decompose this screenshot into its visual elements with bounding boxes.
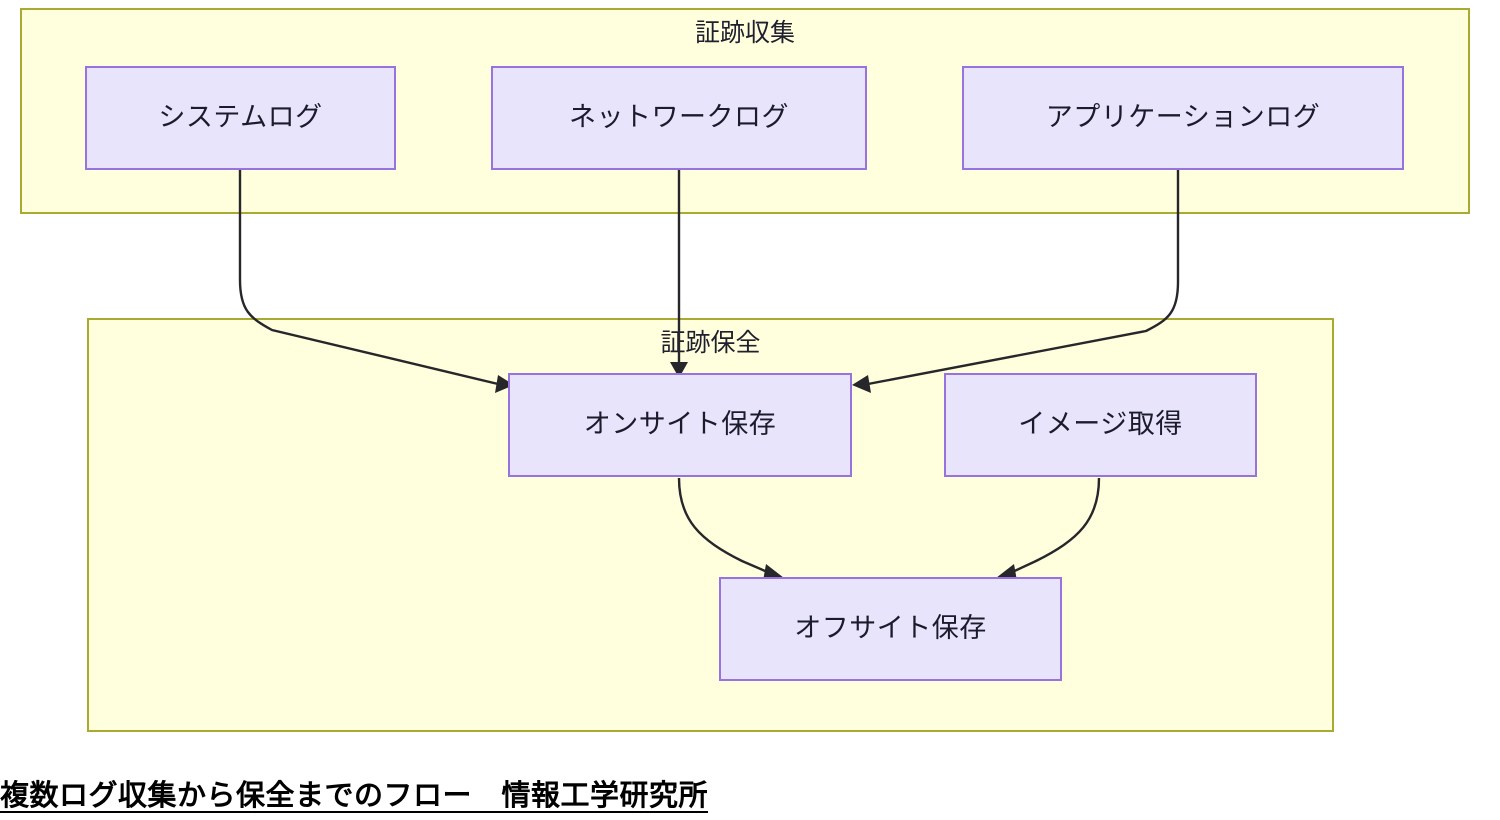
cluster-title-evidence-collection: 証跡収集 xyxy=(694,19,795,47)
node-onsite-storage[interactable]: オンサイト保存 xyxy=(508,373,852,477)
cluster-title-evidence-preservation: 証跡保全 xyxy=(660,329,761,357)
node-image-acquisition[interactable]: イメージ取得 xyxy=(944,373,1257,477)
node-label-application-log: アプリケーションログ xyxy=(1045,102,1321,133)
node-network-log[interactable]: ネットワークログ xyxy=(491,66,867,170)
node-label-image-acquisition: イメージ取得 xyxy=(1018,409,1183,440)
node-application-log[interactable]: アプリケーションログ xyxy=(962,66,1404,170)
node-label-offsite-storage: オフサイト保存 xyxy=(794,613,987,644)
node-label-network-log: ネットワークログ xyxy=(569,102,789,133)
node-label-onsite-storage: オンサイト保存 xyxy=(583,409,777,440)
node-offsite-storage[interactable]: オフサイト保存 xyxy=(719,577,1062,681)
node-label-system-log: システムログ xyxy=(158,102,323,133)
node-system-log[interactable]: システムログ xyxy=(85,66,396,170)
diagram-caption: 複数ログ収集から保全までのフロー 情報工学研究所 xyxy=(0,780,709,812)
